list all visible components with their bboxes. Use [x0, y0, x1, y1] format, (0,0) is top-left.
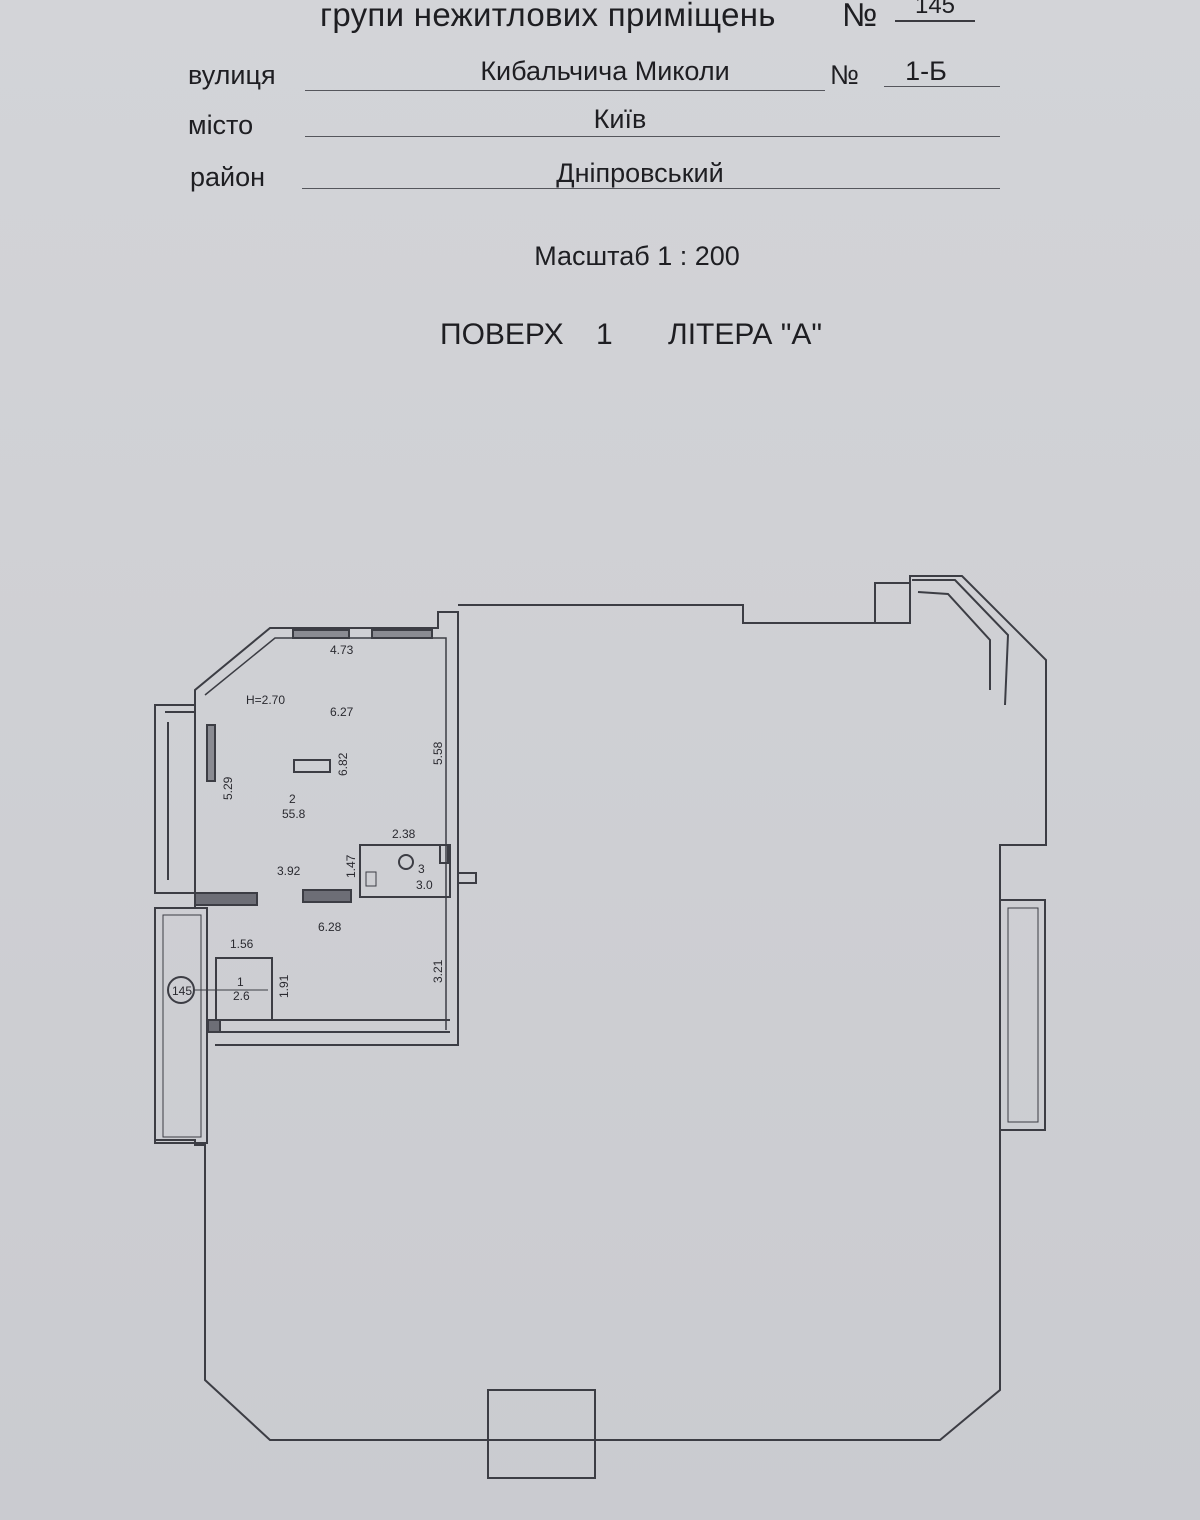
dim-wc-width: 2.38: [392, 827, 416, 841]
dim-top-wall: 4.73: [330, 643, 354, 657]
dim-room2-depth: 6.82: [336, 752, 350, 776]
building-letter: ЛІТЕРА "А": [668, 318, 823, 351]
toilet-fixture: [398, 854, 414, 870]
room-1-number: 1: [237, 975, 244, 989]
house-number-label: №: [830, 60, 859, 90]
right-balcony: [999, 899, 1046, 1131]
group-number-label: №: [842, 0, 878, 33]
group-number-value: 145: [895, 0, 975, 22]
room-2-number: 2: [289, 792, 296, 806]
street-label: вулиця: [188, 60, 276, 90]
window: [371, 629, 433, 639]
sink-fixture: [365, 871, 377, 887]
left-staircase: [154, 704, 196, 894]
document-title: групи нежитлових приміщень: [320, 0, 776, 33]
floor-label: ПОВЕРХ: [440, 318, 564, 351]
room-3-number: 3: [418, 862, 425, 876]
group-marker-label: 145: [172, 984, 192, 998]
room-2-area: 55.8: [282, 807, 306, 821]
dim-inner-width: 3.92: [277, 864, 301, 878]
dim-room1-depth: 1.91: [277, 974, 291, 998]
floor-number: 1: [596, 318, 613, 351]
dim-room1-width: 1.56: [230, 937, 254, 951]
height-note: H=2.70: [246, 693, 285, 707]
dim-room2-width-top: 6.27: [330, 705, 354, 719]
column: [293, 759, 331, 773]
room-1-area: 2.6: [233, 989, 250, 1003]
window: [206, 724, 216, 782]
house-number-underline: [884, 86, 1000, 87]
street-value: Кибальчича Миколи: [480, 56, 730, 86]
house-number-value: 1-Б: [905, 56, 947, 86]
dim-wc-depth: 1.47: [344, 854, 358, 878]
city-label: місто: [188, 110, 254, 140]
window: [292, 629, 350, 639]
right-staircase: [912, 579, 1010, 706]
city-value: Київ: [593, 104, 647, 134]
city-underline: [305, 136, 1000, 137]
district-value: Дніпровський: [556, 158, 724, 188]
district-label: район: [190, 162, 266, 192]
building-outline: [154, 575, 1047, 1441]
scale-label: Масштаб 1 : 200: [534, 241, 740, 271]
dim-room2-width-bottom: 6.28: [318, 920, 342, 934]
room-3-area: 3.0: [416, 878, 433, 892]
dim-right-wall-upper: 5.58: [431, 741, 445, 765]
district-underline: [302, 188, 1000, 189]
dim-left-wall: 5.29: [221, 776, 235, 800]
room-3-wc: [359, 844, 451, 898]
dim-right-wall-lower: 3.21: [431, 959, 445, 983]
unit-outline: [194, 611, 459, 1046]
bottom-block: [487, 1389, 596, 1479]
street-underline: [305, 90, 825, 91]
